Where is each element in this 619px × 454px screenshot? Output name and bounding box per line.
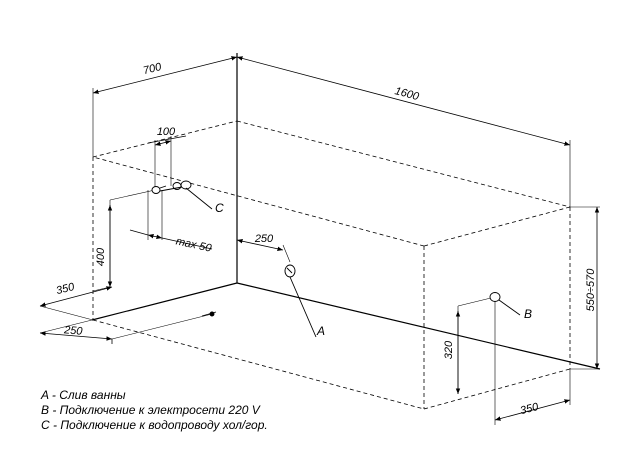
pipe-height-label: 400 (95, 247, 107, 266)
legend-item-c: C - Подключение к водопроводу хол/гор. (41, 418, 268, 432)
legend-item-b: B - Подключение к электросети 220 V (41, 403, 260, 417)
marker-c: C (215, 201, 224, 215)
drain-outlet (201, 264, 317, 338)
drain-side-dimension-line (39, 331, 113, 341)
drain-side-label: 250 (63, 324, 84, 338)
height-dimension-label: 550÷570 (585, 268, 597, 312)
pipe-spacing-dimension-line (154, 140, 172, 146)
electric-socket (489, 292, 521, 316)
length-dimension-line (236, 56, 571, 146)
legend-item-a: A - Слив ванны (41, 388, 126, 402)
drain-wall-label: 250 (254, 233, 274, 245)
bathtub-outline (92, 120, 571, 410)
pipe-spacing-label: 100 (157, 126, 176, 138)
width-dimension-label: 700 (142, 61, 164, 77)
marker-a: A (316, 324, 325, 338)
marker-b: B (524, 307, 532, 321)
drain-floor-label: 350 (55, 281, 77, 297)
length-dimension-label: 1600 (393, 85, 421, 103)
width-dimension-line (92, 56, 238, 94)
extension-lines (39, 53, 600, 425)
dimension-lines (39, 56, 600, 421)
pipe-offset-label: max 50 (175, 235, 214, 254)
socket-height-label: 320 (443, 340, 455, 359)
socket-offset-label: 350 (519, 401, 541, 417)
drain-floor-dimension-line (39, 286, 113, 307)
drain-wall-dimension-line (236, 239, 284, 251)
pipe-offset-dimension-line (147, 233, 163, 240)
room-walls (91, 53, 601, 370)
legend: A - Слив ванны B - Подключение к электро… (41, 388, 268, 433)
water-pipes (151, 180, 213, 210)
socket-offset-dimension-line (494, 399, 571, 421)
